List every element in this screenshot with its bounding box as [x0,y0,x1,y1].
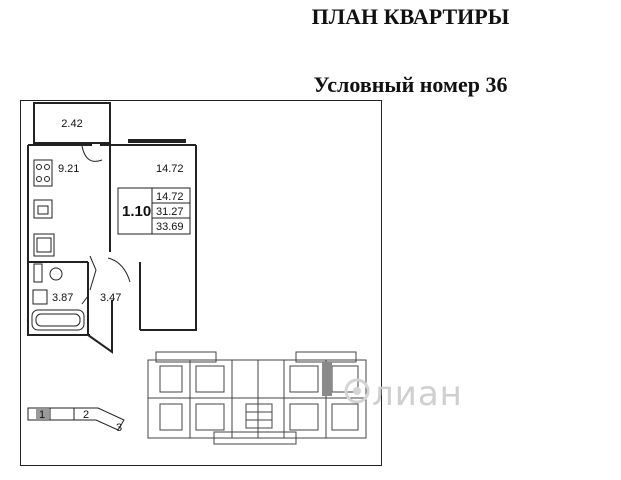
balcony-outline [33,102,111,144]
living-area-label: 14.72 [156,163,184,175]
kitchen-door [81,145,103,162]
section-keyplan: 1 2 3 [27,407,125,434]
unit-summary-box [117,187,191,235]
stove-icon [33,159,53,187]
left-wall [27,145,90,336]
section-3: 3 [116,422,122,434]
apartment-number: Условный номер 36 [313,72,508,97]
unit-label: 1.10 [122,203,151,220]
section-2: 2 [83,409,89,421]
basin-icon [32,289,48,305]
hall-area: 3.47 [100,292,121,304]
window [128,139,186,143]
sink-icon [33,199,53,219]
kitchen-area: 9.21 [58,163,79,175]
section-1: 1 [39,409,45,421]
toilet-icon [49,267,63,281]
bathroom-area: 3.87 [52,292,73,304]
bathtub-icon [31,309,85,331]
hall-door [89,255,97,291]
page-title: ПЛАН КВАРТИРЫ [311,4,510,29]
living-door [107,257,131,283]
watermark-logo-icon [344,378,370,404]
balcony-area: 2.42 [61,118,82,130]
unit-total-area: 31.27 [156,206,184,218]
current-section-marker [36,409,49,419]
building-floor-plan [147,351,367,445]
washer-icon [33,263,43,283]
highlighted-apartment [322,362,332,396]
watermark: лиан [372,374,463,414]
unit-total-with-balcony: 33.69 [156,221,184,233]
living-wall [140,145,197,331]
unit-living-area: 14.72 [156,191,184,203]
plan-frame [20,100,382,466]
fridge-icon [33,233,55,257]
